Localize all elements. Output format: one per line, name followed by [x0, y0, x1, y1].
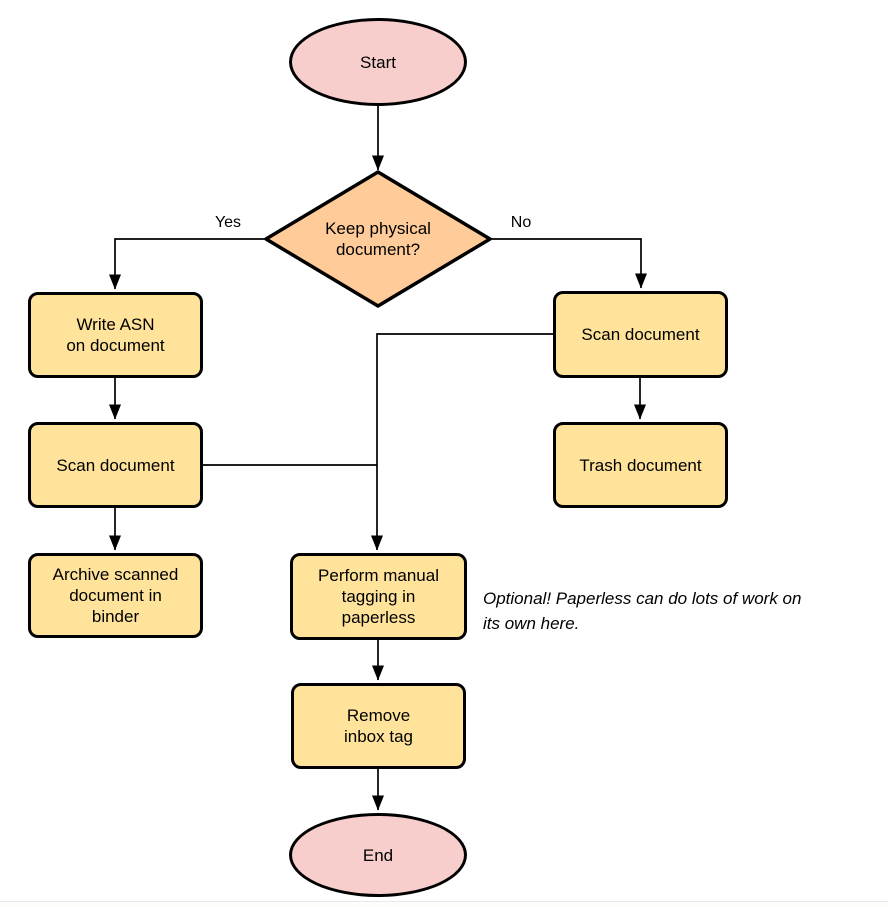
node-write-asn-label: Write ASN on document	[66, 315, 165, 355]
edge-label-yes: Yes	[214, 214, 242, 231]
node-end-label: End	[362, 845, 394, 865]
page-bottom-edge	[0, 901, 888, 907]
node-scan-document-left-label: Scan document	[56, 455, 175, 475]
node-scan-document-right: Scan document	[553, 291, 728, 378]
edge-decision-scan-right	[489, 238, 647, 289]
edge-scan-right-manual-tagging	[371, 333, 553, 551]
node-archive-binder-label: Archive scanned document in binder	[52, 565, 179, 626]
edge-label-no: No	[510, 214, 532, 231]
node-decision-label: Keep physical document?	[325, 219, 431, 259]
node-decision-shape	[264, 170, 492, 308]
edge-decision-write-asn	[109, 238, 266, 290]
node-trash-document: Trash document	[553, 422, 728, 508]
node-manual-tagging-label: Perform manual tagging in paperless	[318, 566, 439, 627]
node-scan-document-right-label: Scan document	[581, 325, 700, 344]
node-write-asn: Write ASN on document	[28, 292, 203, 378]
node-end: End	[289, 813, 467, 897]
node-remove-inbox-tag-label: Remove inbox tag	[344, 706, 413, 746]
node-scan-document-left: Scan document	[28, 422, 203, 508]
node-start-label: Start	[360, 52, 396, 72]
node-manual-tagging: Perform manual tagging in paperless	[290, 553, 467, 640]
node-archive-binder: Archive scanned document in binder	[28, 553, 203, 638]
node-trash-document-label: Trash document	[579, 455, 702, 475]
node-start: Start	[289, 18, 467, 106]
node-remove-inbox-tag: Remove inbox tag	[291, 683, 466, 769]
annotation-optional-note: Optional! Paperless can do lots of work …	[483, 589, 802, 633]
